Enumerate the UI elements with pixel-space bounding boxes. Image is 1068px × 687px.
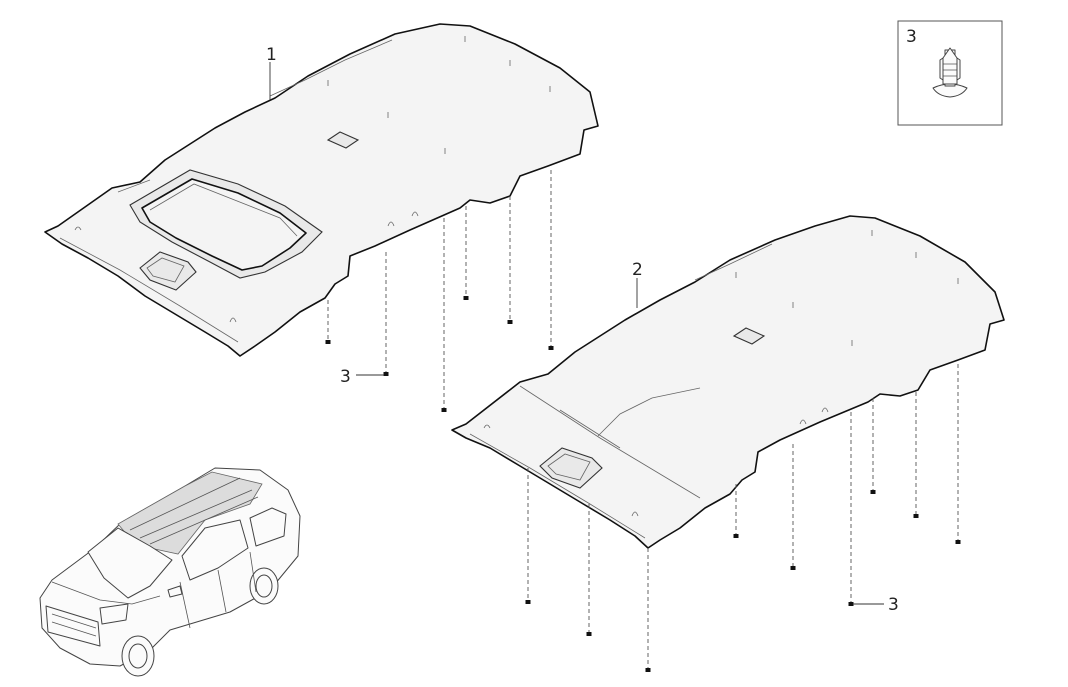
callout-2-label: 2 — [632, 260, 643, 280]
console-cutout-1 — [139, 251, 197, 291]
clip-marker — [548, 346, 554, 350]
callout-1-label: 1 — [266, 45, 277, 65]
clip-marker — [848, 602, 854, 606]
sunroof-glass-opening-1 — [141, 178, 307, 271]
clip-marker — [586, 632, 592, 636]
clip-marker — [955, 540, 961, 544]
clip-lines-right — [527, 364, 959, 668]
push-clip-icon — [932, 47, 968, 98]
clip-marker — [441, 408, 447, 412]
clip-marker — [525, 600, 531, 604]
clip-marker — [913, 514, 919, 518]
clip-marker — [325, 340, 331, 344]
suv-vehicle-icon — [39, 467, 301, 677]
clip-lines-left — [327, 170, 552, 408]
headliner-1[interactable] — [44, 23, 599, 357]
clip-marker — [463, 296, 469, 300]
inset-clip-detail: 3 — [897, 20, 1003, 126]
clip-marker — [790, 566, 796, 570]
clip-marker — [645, 668, 651, 672]
console-cutout-2 — [539, 447, 603, 489]
headliner-2[interactable] — [451, 215, 1005, 549]
callout-3-right-label: 3 — [888, 595, 899, 615]
dome-light-slot-2 — [732, 327, 766, 345]
dome-light-slot-1 — [326, 131, 360, 149]
inset-label: 3 — [906, 27, 917, 47]
clip-marker — [383, 372, 389, 376]
clips-left — [325, 296, 554, 412]
callout-3-left-label: 3 — [340, 367, 351, 387]
clip-marker — [870, 490, 876, 494]
clips-right — [525, 490, 961, 672]
clip-marker — [733, 534, 739, 538]
clip-marker — [507, 320, 513, 324]
